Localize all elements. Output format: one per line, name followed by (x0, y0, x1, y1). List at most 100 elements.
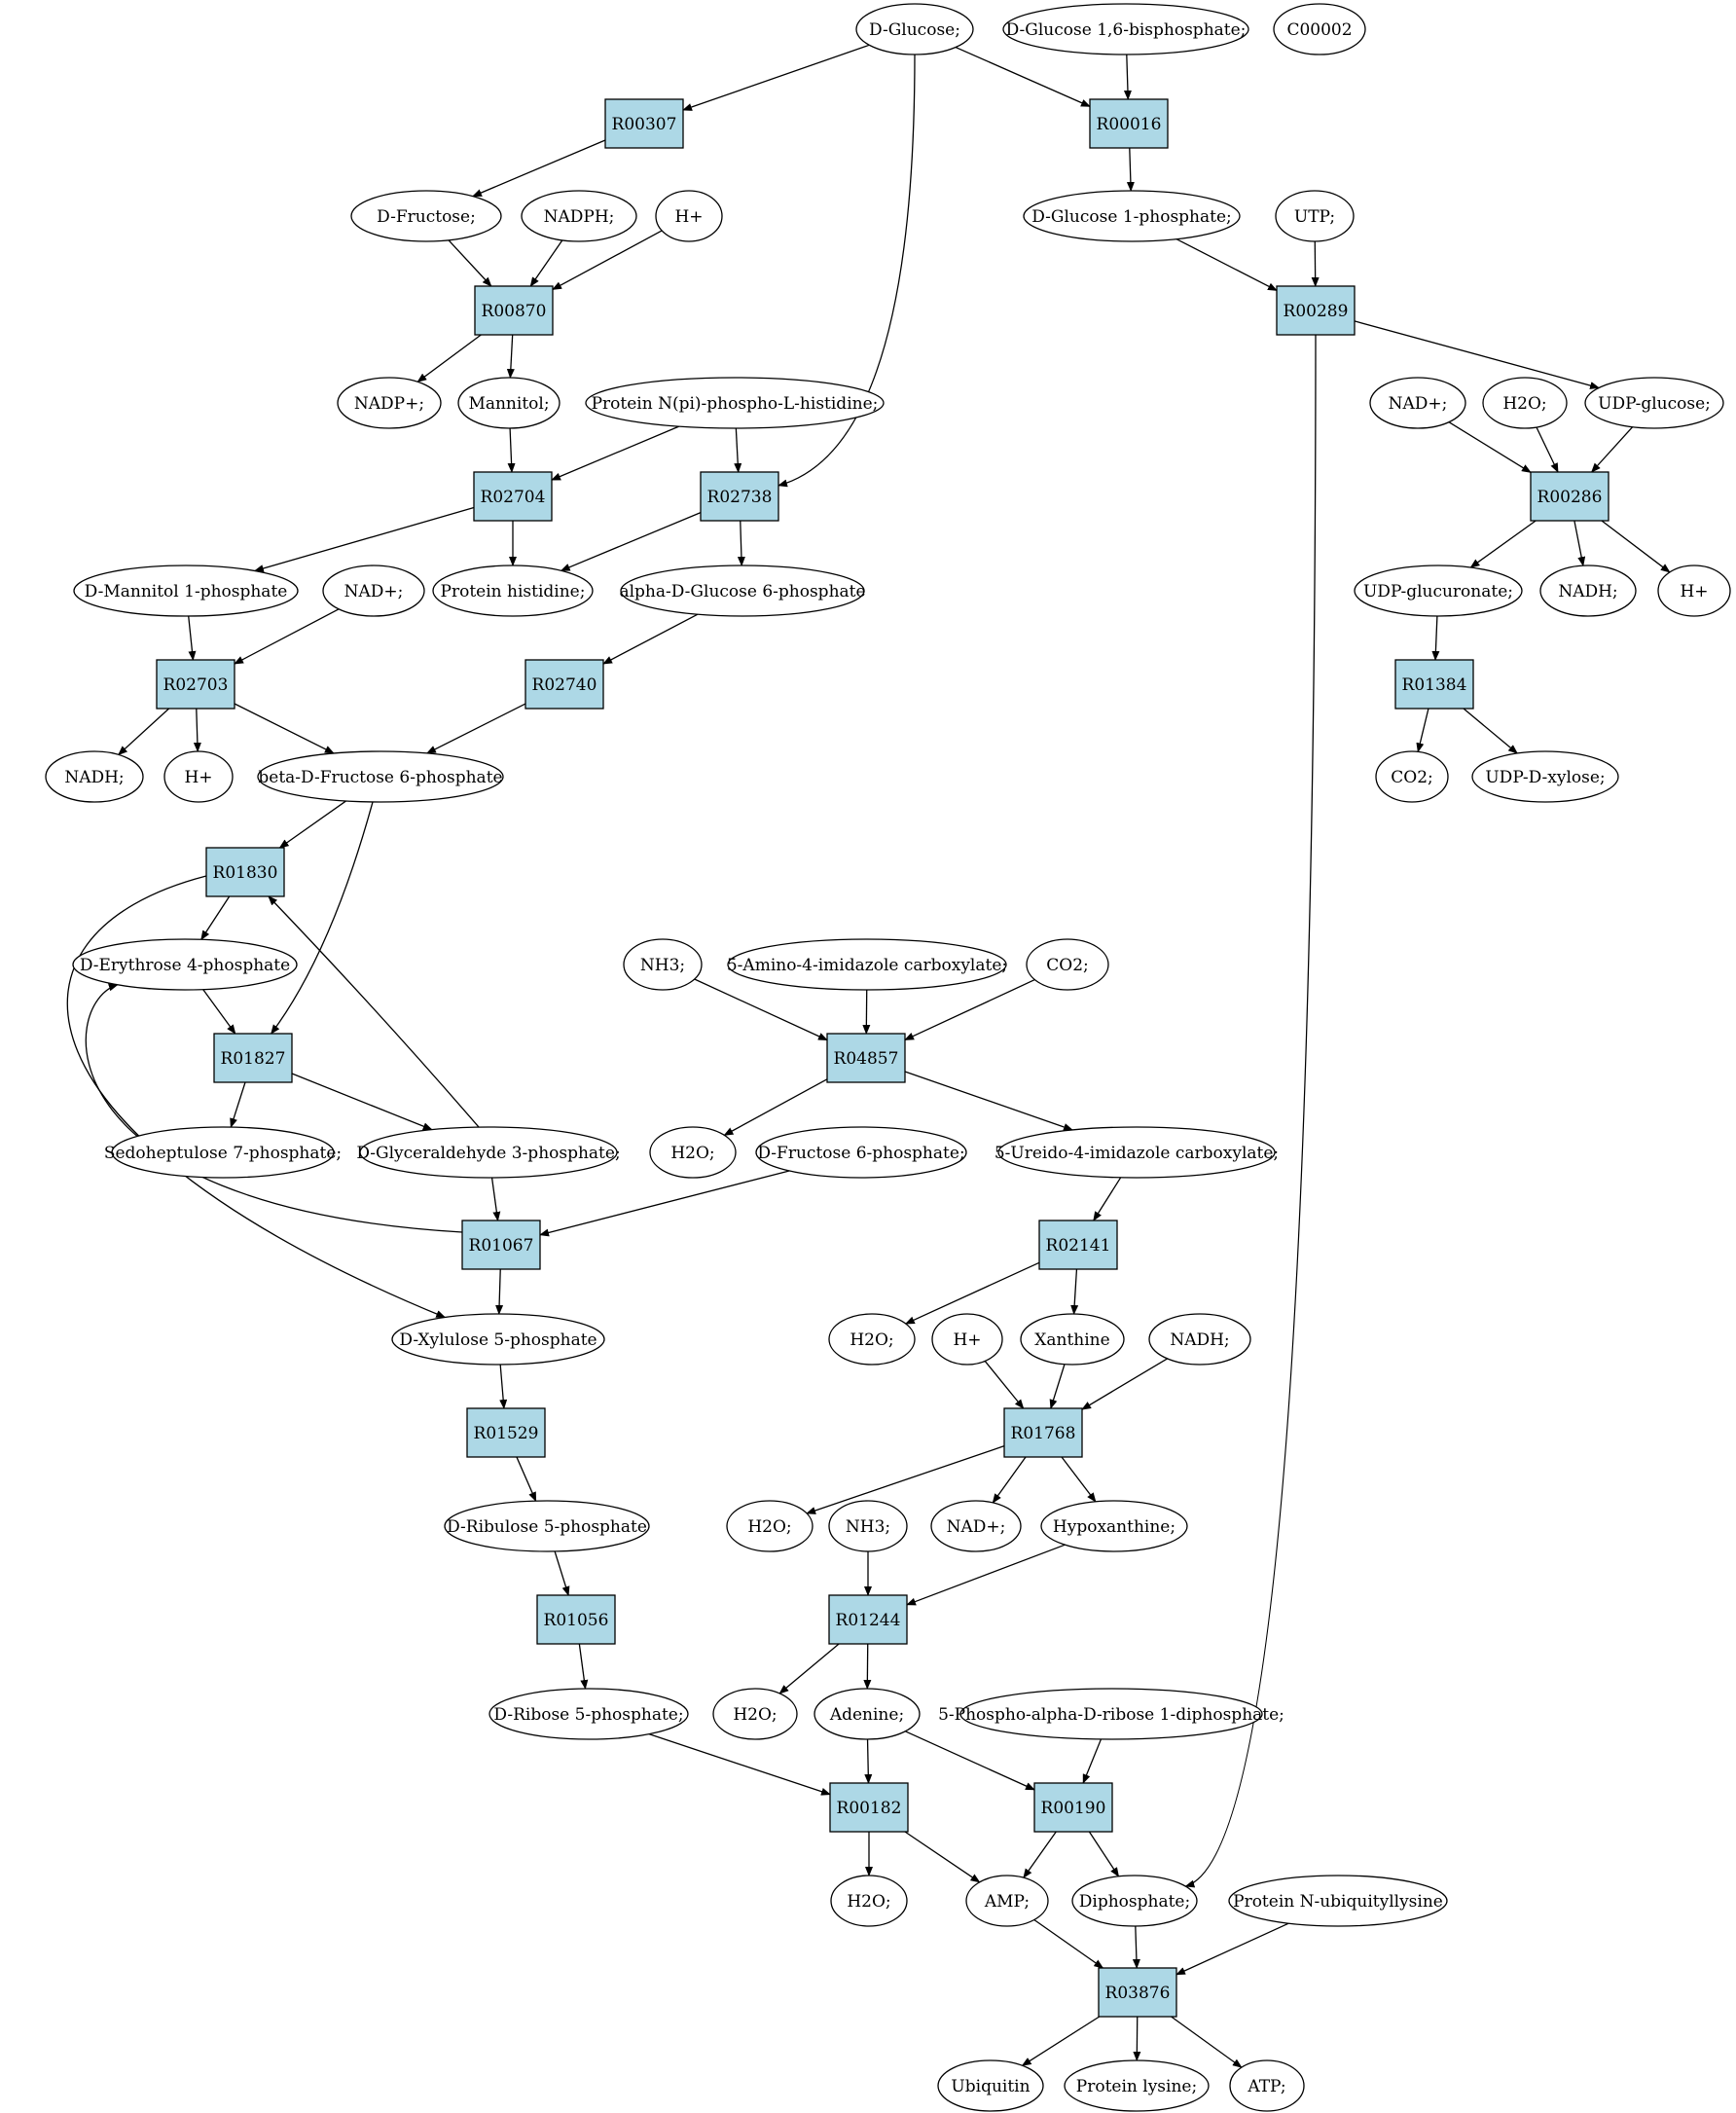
edge-R00870-to-m_nadp (416, 334, 482, 383)
metabolite-label: D-Glucose; (869, 20, 960, 40)
metabolite-node: H2O; (830, 1875, 908, 1927)
metabolite-ellipse (726, 1500, 814, 1552)
metabolite-node: D-Glucose 1,6-bisphosphate; (1002, 3, 1249, 55)
edge-R03876-to-m_ubiquitin (1021, 2016, 1101, 2066)
reaction-box (828, 1594, 908, 1645)
edge-m_protnpi-to-R02738 (734, 427, 742, 473)
metabolite-label: CO2; (1391, 768, 1433, 787)
edge-m_g16bp-to-R00016 (1123, 54, 1132, 100)
edge-R01067-to-m_e4p (85, 983, 463, 1233)
edge-R00286-to-m_nadh_a (1573, 520, 1586, 567)
edge-m_g1p-to-R00289 (1175, 238, 1278, 292)
reaction-label: R01830 (213, 863, 278, 883)
metabolite-node: D-Mannitol 1-phosphate (73, 565, 299, 617)
reaction-node: R01056 (536, 1594, 616, 1645)
reaction-node: R01529 (466, 1407, 546, 1458)
metabolite-node: H2O; (828, 1313, 916, 1366)
metabolite-ellipse (1273, 3, 1366, 55)
reaction-box (826, 1033, 906, 1083)
metabolite-label: 5-Ureido-4-imidazole carboxylate; (995, 1144, 1279, 1163)
edge-R02738-to-m_prothis (560, 512, 702, 571)
edge-m_protubq-to-R03876 (1175, 1922, 1289, 1976)
metabolite-node: H+ (931, 1313, 1003, 1366)
reaction-node: R01830 (205, 847, 285, 897)
reaction-node: R01827 (213, 1033, 293, 1083)
metabolite-label: D-Glucose 1-phosphate; (1031, 207, 1232, 227)
metabolite-node: D-Ribulose 5-phosphate (444, 1500, 650, 1552)
metabolite-node: NAD+; (322, 565, 425, 617)
metabolite-label: D-Ribulose 5-phosphate (447, 1517, 647, 1537)
edge-R02703-to-m_h_c (193, 708, 201, 753)
metabolite-label: NH3; (640, 956, 685, 975)
metabolite-node: Mannitol; (457, 377, 561, 429)
metabolite-node: Ubiquitin (937, 2059, 1044, 2112)
edge-m_fructose-to-R00870 (448, 239, 492, 287)
metabolite-label: NAD+; (344, 582, 404, 601)
metabolite-node: D-Fructose; (350, 190, 502, 242)
metabolite-label: Protein lysine; (1076, 2077, 1197, 2096)
metabolite-label: Protein N-ubiquityllysine (1233, 1892, 1443, 1912)
metabolite-node: H+ (163, 750, 234, 803)
metabolite-node: D-Glucose; (855, 3, 974, 55)
reaction-label: R00289 (1284, 302, 1349, 321)
metabolite-node: UTP; (1275, 190, 1355, 242)
metabolite-ellipse (322, 565, 425, 617)
edge-R02141-to-m_h2o_c (904, 1261, 1040, 1325)
edge-m_h_d-to-R01768 (984, 1361, 1025, 1409)
metabolite-node: Sedoheptulose 7-phosphate; (104, 1126, 342, 1179)
metabolite-ellipse (1002, 3, 1249, 55)
metabolite-label: NAD+; (947, 1517, 1006, 1537)
edge-R00016-to-m_g1p (1126, 147, 1135, 193)
edge-m_nh3_a-to-R04857 (694, 978, 828, 1041)
edge-m_m1p-to-R02703 (188, 615, 197, 661)
metabolite-label: Diphosphate; (1079, 1892, 1190, 1912)
reaction-node: R00307 (604, 98, 684, 149)
metabolite-ellipse (457, 377, 561, 429)
edge-R02141-to-m_xanthine (1070, 1268, 1079, 1316)
edge-m_x5p-to-R01529 (499, 1364, 508, 1409)
reaction-node: R00286 (1530, 471, 1609, 522)
metabolite-ellipse (623, 938, 703, 991)
metabolite-ellipse (432, 565, 594, 617)
metabolite-node: NAD+; (1369, 377, 1466, 429)
edge-R01827-to-m_s7p (230, 1081, 246, 1129)
metabolite-ellipse (755, 1126, 967, 1179)
edge-R01067-to-m_x5p (495, 1268, 504, 1315)
metabolite-label: D-Fructose; (377, 207, 476, 227)
metabolite-label: H2O; (1502, 394, 1546, 414)
metabolite-ellipse (391, 1313, 605, 1366)
metabolite-label: beta-D-Fructose 6-phosphate (258, 768, 502, 787)
metabolite-ellipse (1148, 1313, 1251, 1366)
metabolite-label: H2O; (847, 1892, 890, 1912)
metabolite-node: Protein N-ubiquityllysine (1228, 1875, 1448, 1927)
reaction-box (1033, 1782, 1113, 1833)
edge-m_amp-to-R03876 (1033, 1918, 1104, 1969)
metabolite-node: NAD+; (930, 1500, 1022, 1552)
metabolite-ellipse (830, 1875, 908, 1927)
edge-m_nadph-to-R00870 (529, 239, 563, 287)
metabolite-node: CO2; (1026, 938, 1109, 991)
metabolite-label: Protein N(pi)-phospho-L-histidine; (592, 394, 879, 414)
edge-m_mannitol-to-R02704 (507, 427, 516, 473)
reaction-label: R00182 (837, 1799, 902, 1818)
edge-R04857-to-m_uic (904, 1071, 1073, 1131)
metabolite-node: NADH; (1148, 1313, 1251, 1366)
reaction-box (700, 471, 779, 522)
metabolite-ellipse (1375, 750, 1449, 803)
metabolite-node: UDP-glucose; (1584, 377, 1724, 429)
reaction-node: R01067 (461, 1220, 541, 1270)
metabolite-label: UTP; (1294, 207, 1335, 227)
metabolite-node: 5-Ureido-4-imidazole carboxylate; (995, 1126, 1279, 1179)
reaction-box (524, 659, 604, 710)
metabolite-label: Hypoxanthine; (1053, 1517, 1175, 1537)
metabolite-label: Xanthine (1034, 1330, 1109, 1350)
edge-m_ppi-to-R03876 (1132, 1925, 1140, 1969)
metabolite-ellipse (931, 1313, 1003, 1366)
metabolite-label: NADPH; (544, 207, 615, 227)
edge-R01827-to-m_gap (291, 1073, 433, 1131)
reaction-label: R02704 (481, 488, 546, 507)
edge-R04857-to-m_h2o_b (723, 1078, 828, 1136)
metabolite-label: AMP; (984, 1892, 1030, 1912)
metabolite-label: Ubiquitin (951, 2077, 1030, 2096)
reaction-node: R04857 (826, 1033, 906, 1083)
